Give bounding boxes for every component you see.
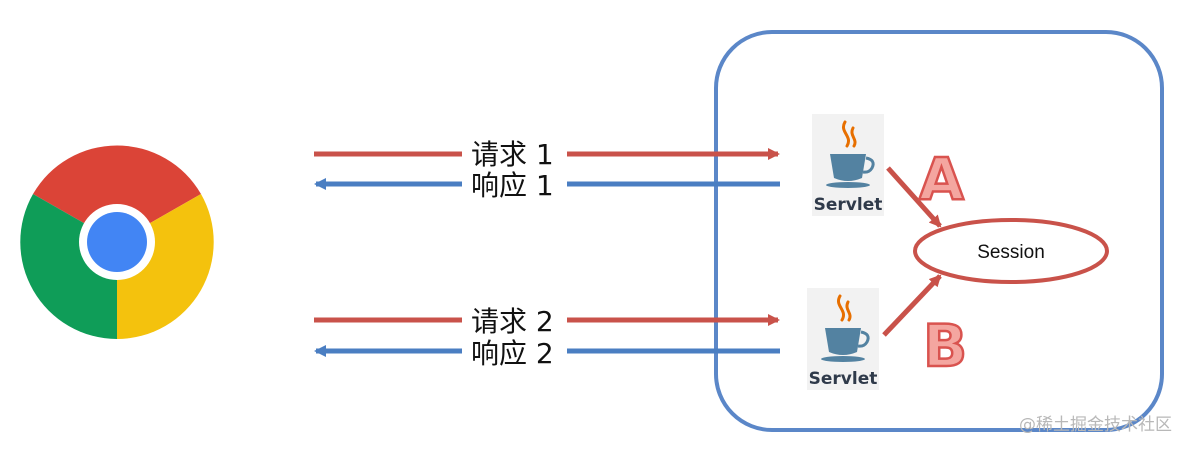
servlet-node-1: Servlet: [812, 114, 884, 216]
servlet-node-2: Servlet: [807, 288, 879, 390]
watermark: @稀土掘金技术社区: [1019, 415, 1172, 435]
response-label-1: 响应 1: [471, 169, 554, 202]
session-ellipse: [913, 218, 1109, 284]
request-label-1: 请求 1: [471, 138, 554, 171]
session-label: Session: [977, 242, 1045, 263]
java-coffee-cup-icon: [821, 294, 870, 362]
response-label-2: 响应 2: [471, 337, 554, 370]
servlet-1-to-session-connector: [886, 166, 942, 228]
servlet-2-to-session-connector: [882, 274, 942, 337]
request-label-2: 请求 2: [471, 305, 554, 338]
marker-a: A: [919, 145, 964, 213]
server-container: [714, 30, 1164, 432]
java-coffee-cup-icon: [826, 120, 875, 188]
servlet-label-2: Servlet: [809, 369, 878, 389]
servlet-label-1: Servlet: [814, 195, 883, 215]
marker-b: B: [923, 312, 967, 380]
chrome-browser-icon: [20, 145, 214, 339]
